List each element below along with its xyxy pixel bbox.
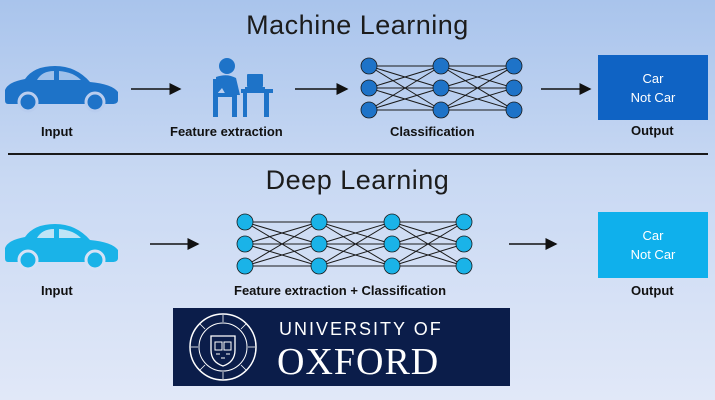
network-connection bbox=[244, 243, 320, 267]
network-connection bbox=[440, 65, 515, 89]
network-connection bbox=[440, 87, 515, 111]
network-node bbox=[383, 213, 401, 231]
network-node bbox=[455, 213, 473, 231]
network-connection bbox=[318, 243, 393, 267]
oxford-crest-icon bbox=[189, 313, 257, 381]
network-node bbox=[236, 257, 254, 275]
dl-title: Deep Learning bbox=[265, 165, 450, 195]
logo-oxford-text: OXFORD bbox=[277, 341, 440, 383]
ml-output-option-car: Car bbox=[642, 70, 664, 86]
network-connection bbox=[368, 65, 442, 89]
network-node bbox=[383, 257, 401, 275]
network-connection bbox=[318, 221, 393, 267]
ml-classification-label: Classification bbox=[390, 124, 475, 139]
network-node bbox=[360, 57, 378, 75]
neural-network-icon bbox=[236, 213, 473, 275]
network-node bbox=[455, 257, 473, 275]
network-connection bbox=[244, 221, 320, 245]
network-connection bbox=[368, 65, 442, 111]
dl-output-box: Car Not Car bbox=[598, 212, 708, 278]
section-divider bbox=[8, 153, 708, 155]
dl-output-option-car: Car bbox=[642, 228, 664, 243]
network-node bbox=[505, 57, 523, 75]
network-connection bbox=[391, 221, 465, 245]
ml-feature-label: Feature extraction bbox=[170, 124, 283, 139]
network-node bbox=[432, 101, 450, 119]
network-node bbox=[432, 79, 450, 97]
network-node bbox=[360, 79, 378, 97]
network-connection bbox=[244, 221, 320, 267]
network-connection bbox=[368, 87, 442, 111]
car-icon bbox=[5, 66, 118, 113]
car-icon bbox=[5, 224, 118, 271]
network-node bbox=[236, 235, 254, 253]
dl-output-label: Output bbox=[631, 283, 674, 298]
dl-output-option-not-car: Not Car bbox=[630, 247, 676, 262]
network-node bbox=[310, 213, 328, 231]
logo-university-text: UNIVERSITY OF bbox=[279, 319, 443, 339]
person-at-desk-icon bbox=[213, 58, 273, 117]
network-node bbox=[236, 213, 254, 231]
dl-feature-classification-label: Feature extraction + Classification bbox=[234, 283, 447, 298]
network-connection bbox=[440, 65, 515, 111]
ml-output-box: Car Not Car bbox=[598, 55, 708, 120]
network-connection bbox=[391, 221, 465, 267]
ml-output-option-not-car: Not Car bbox=[630, 89, 676, 105]
network-connection bbox=[391, 243, 465, 267]
network-connection bbox=[318, 221, 393, 245]
ml-output-label: Output bbox=[631, 123, 674, 138]
network-node bbox=[455, 235, 473, 253]
network-node bbox=[432, 57, 450, 75]
network-node bbox=[505, 79, 523, 97]
oxford-logo: UNIVERSITY OF OXFORD bbox=[173, 308, 510, 386]
network-node bbox=[360, 101, 378, 119]
network-node bbox=[310, 235, 328, 253]
network-node bbox=[383, 235, 401, 253]
network-node bbox=[310, 257, 328, 275]
dl-input-label: Input bbox=[41, 283, 73, 298]
neural-network-icon bbox=[360, 57, 523, 119]
ml-input-label: Input bbox=[41, 124, 73, 139]
network-node bbox=[505, 101, 523, 119]
ml-title: Machine Learning bbox=[246, 10, 469, 40]
